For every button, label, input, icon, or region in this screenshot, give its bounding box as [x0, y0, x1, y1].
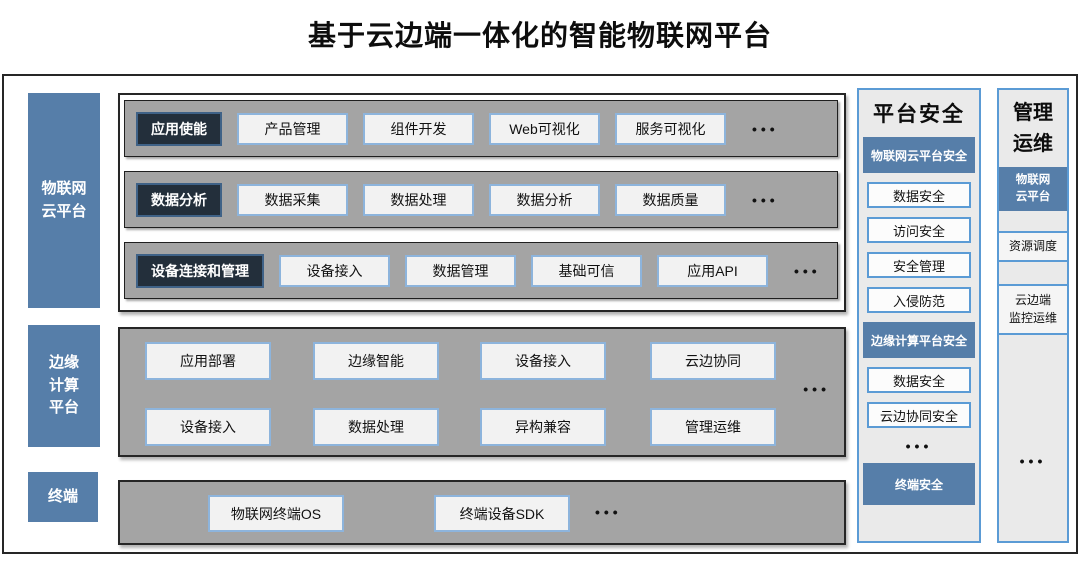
layer-label-iot-cloud-platform: 物联网 云平台: [28, 93, 100, 308]
ops-item-iot-cloud-platform: 物联网 云平台: [999, 167, 1067, 211]
security-item-edge-platform-security: 边缘计算平台安全: [863, 322, 975, 358]
edge-capability-box: 异构兼容: [480, 408, 606, 446]
security-item-access-security: 访问安全: [867, 217, 971, 243]
capability-box: 设备接入: [279, 254, 390, 287]
row-head-device-connection: 设备连接和管理: [136, 253, 264, 288]
ops-item-cloud-edge-monitoring: 云边端 监控运维: [999, 284, 1067, 335]
capability-box: 数据分析: [489, 183, 600, 216]
security-panel-title: 平台安全: [873, 103, 965, 126]
edge-capability-box: 边缘智能: [313, 342, 439, 380]
device-connection-row: 设备连接和管理 设备接入 数据管理 基础可信 应用API •••: [124, 242, 838, 299]
page-title: 基于云边端一体化的智能物联网平台: [307, 20, 772, 51]
security-item-security-management: 安全管理: [867, 252, 971, 278]
ellipsis-dots: •••: [1019, 453, 1047, 469]
capability-box: 组件开发: [363, 112, 474, 145]
capability-box: 数据采集: [237, 183, 348, 216]
terminal-capability-box: 终端设备SDK: [434, 495, 570, 532]
security-item-intrusion-prevention: 入侵防范: [867, 287, 971, 313]
capability-box: 数据质量: [615, 183, 726, 216]
edge-capability-box: 数据处理: [313, 408, 439, 446]
ellipsis-dots: •••: [794, 262, 821, 279]
edge-capability-box: 应用部署: [145, 342, 271, 380]
app-enablement-row: 应用使能 产品管理 组件开发 Web可视化 服务可视化 •••: [124, 100, 838, 157]
security-item-cloud-platform-security: 物联网云平台安全: [863, 137, 975, 173]
capability-box: 应用API: [657, 254, 768, 287]
ellipsis-dots: •••: [752, 120, 779, 137]
capability-box: Web可视化: [489, 112, 600, 145]
ellipsis-dots: •••: [803, 381, 830, 397]
capability-box: 基础可信: [531, 254, 642, 287]
row-head-data-analysis: 数据分析: [136, 182, 222, 217]
platform-security-panel: 平台安全 物联网云平台安全 数据安全 访问安全 安全管理 入侵防范 边缘计算平台…: [857, 88, 981, 543]
ellipsis-dots: •••: [595, 504, 622, 520]
capability-box: 数据处理: [363, 183, 474, 216]
edge-computing-section: 应用部署 边缘智能 设备接入 云边协同 设备接入 数据处理 异构兼容 管理运维 …: [118, 327, 846, 457]
ops-item-resource-scheduling: 资源调度: [999, 231, 1067, 262]
security-item-terminal-security: 终端安全: [863, 463, 975, 505]
edge-capability-box: 设备接入: [145, 408, 271, 446]
layer-label-edge-computing-platform: 边缘 计算 平台: [28, 325, 100, 447]
terminal-section: 物联网终端OS 终端设备SDK •••: [118, 480, 846, 545]
capability-box: 数据管理: [405, 254, 516, 287]
row-head-app-enablement: 应用使能: [136, 111, 222, 146]
ellipsis-dots: •••: [905, 438, 933, 454]
terminal-capability-box: 物联网终端OS: [208, 495, 344, 532]
edge-capability-box: 管理运维: [650, 408, 776, 446]
security-item-data-security-2: 数据安全: [867, 367, 971, 393]
layer-label-terminal: 终端: [28, 472, 98, 522]
security-item-cloud-edge-collab-security: 云边协同安全: [867, 402, 971, 428]
capability-box: 产品管理: [237, 112, 348, 145]
security-item-data-security: 数据安全: [867, 182, 971, 208]
edge-capability-box: 云边协同: [650, 342, 776, 380]
iot-cloud-platform-section: 应用使能 产品管理 组件开发 Web可视化 服务可视化 ••• 数据分析 数据采…: [118, 93, 846, 312]
capability-box: 服务可视化: [615, 112, 726, 145]
ellipsis-dots: •••: [752, 191, 779, 208]
data-analysis-row: 数据分析 数据采集 数据处理 数据分析 数据质量 •••: [124, 171, 838, 228]
edge-capability-box: 设备接入: [480, 342, 606, 380]
ops-panel-title: 管理 运维: [1013, 102, 1053, 155]
management-ops-panel: 管理 运维 物联网 云平台 资源调度 云边端 监控运维 •••: [997, 88, 1069, 543]
